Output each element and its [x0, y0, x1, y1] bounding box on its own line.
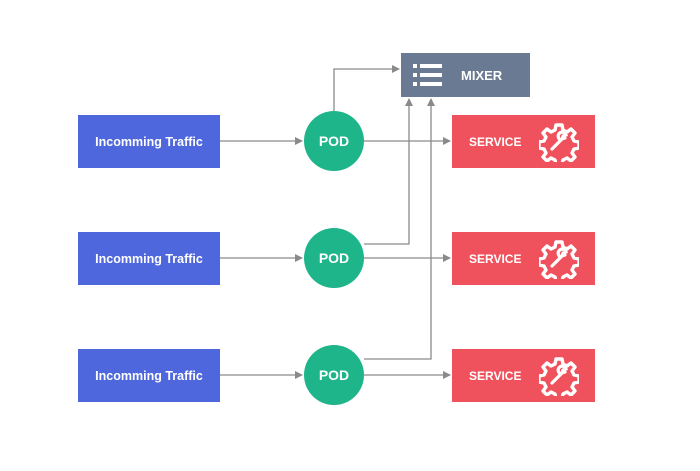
incoming-traffic-box-1: Incomming Traffic	[78, 115, 220, 168]
traffic-label: Incomming Traffic	[95, 134, 203, 149]
pod-to-mixer-arrow-2	[364, 98, 413, 245]
service-label: SERVICE	[469, 368, 522, 383]
incoming-traffic-box-2: Incomming Traffic	[78, 232, 220, 285]
gear-wrench-icon	[539, 122, 579, 162]
pod-to-mixer-arrow-1	[333, 65, 400, 112]
pod-label: POD	[318, 133, 350, 149]
pod-label: POD	[318, 250, 350, 266]
gear-wrench-icon	[539, 239, 579, 279]
traffic-label: Incomming Traffic	[95, 251, 203, 266]
pod-to-mixer-arrow-3	[364, 98, 435, 360]
service-box-1: SERVICE	[452, 115, 595, 168]
service-label: SERVICE	[469, 134, 522, 149]
traffic-label: Incomming Traffic	[95, 368, 203, 383]
service-box-3: SERVICE	[452, 349, 595, 402]
service-label: SERVICE	[469, 251, 522, 266]
pod-label: POD	[318, 367, 350, 383]
pod-node-1: POD	[304, 111, 364, 171]
incoming-traffic-box-3: Incomming Traffic	[78, 349, 220, 402]
mixer-box: MIXER	[401, 53, 530, 97]
list-icon	[413, 64, 442, 86]
service-box-2: SERVICE	[452, 232, 595, 285]
mixer-label: MIXER	[461, 67, 503, 83]
pod-node-3: POD	[304, 345, 364, 405]
pod-node-2: POD	[304, 228, 364, 288]
gear-wrench-icon	[539, 356, 579, 396]
